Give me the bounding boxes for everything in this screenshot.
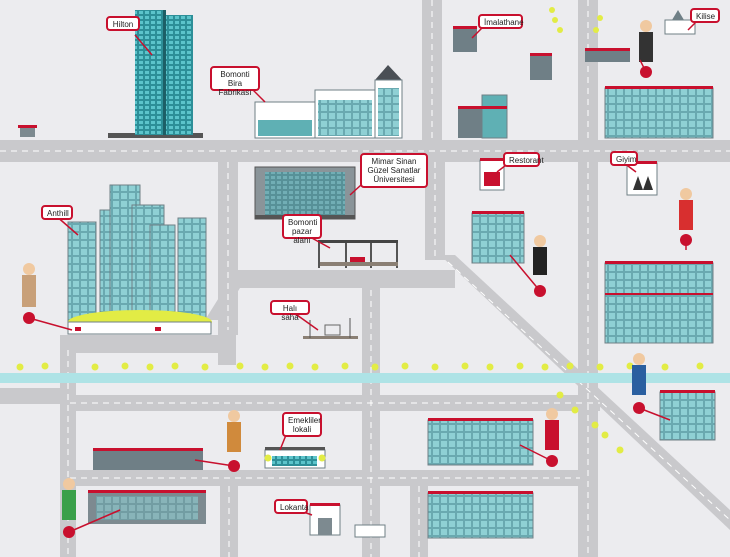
road <box>218 335 236 365</box>
restorant-building <box>479 158 505 191</box>
housing-cluster <box>88 448 206 524</box>
person-pin[interactable] <box>639 20 653 78</box>
road <box>440 255 730 530</box>
road <box>422 0 442 150</box>
giyim-building <box>626 161 658 196</box>
label-hilton[interactable]: Hilton <box>106 16 140 31</box>
label-restorant[interactable]: Restorant <box>503 152 544 167</box>
road <box>230 270 455 288</box>
road <box>410 480 428 557</box>
road <box>425 150 445 260</box>
apartment-block <box>427 491 534 539</box>
apartment-block <box>604 261 714 344</box>
road <box>220 480 238 557</box>
small-building <box>20 127 35 137</box>
label-msgsu[interactable]: Mimar Sinan Güzel Sanatlar Üniversitesi <box>360 153 428 188</box>
apartment-block <box>604 86 714 139</box>
label-giyim[interactable]: Giyim <box>610 151 638 166</box>
label-bomonti-pazar[interactable]: Bomonti pazar alanı <box>282 214 322 245</box>
roof <box>18 125 37 128</box>
emekliler-lokali-building <box>264 447 326 469</box>
river <box>0 373 730 383</box>
hilton-building <box>108 10 203 138</box>
pazar-alani <box>318 240 398 268</box>
person-pin[interactable] <box>22 263 36 324</box>
person-pin[interactable] <box>533 235 547 297</box>
apartment-block <box>659 390 716 441</box>
imalathane-building <box>453 26 552 139</box>
apartment-block <box>471 211 525 264</box>
person-pin[interactable] <box>632 353 646 414</box>
road <box>0 388 65 404</box>
trees <box>264 454 326 462</box>
hali-saha <box>303 318 358 339</box>
bomonti-bira-building <box>254 65 403 139</box>
road <box>362 280 380 557</box>
label-bomonti-bira[interactable]: Bomonti Bira Fabrikası <box>210 66 260 97</box>
trees <box>549 7 603 33</box>
person-pin[interactable] <box>62 478 76 538</box>
label-kilise[interactable]: Kilise <box>690 8 720 23</box>
label-anthill[interactable]: Anthill <box>41 205 73 220</box>
label-emekliler[interactable]: Emekliler lokali <box>282 412 322 437</box>
label-lokanta[interactable]: Lokanta <box>274 499 308 514</box>
msgsu-building <box>254 166 356 220</box>
riverside-trees <box>16 362 704 454</box>
road <box>60 335 235 353</box>
person-pin[interactable] <box>227 410 241 472</box>
label-imalathane[interactable]: İmalathane <box>478 14 524 29</box>
road <box>60 395 600 411</box>
road <box>578 0 598 150</box>
person-pin[interactable] <box>679 188 693 246</box>
road <box>205 280 245 320</box>
label-hali-saha[interactable]: Halı saha <box>270 300 310 322</box>
road <box>60 470 580 486</box>
kilise-building <box>585 10 696 62</box>
apartment-block <box>427 418 534 466</box>
lokanta-building <box>309 503 386 538</box>
anthill-towers <box>67 184 212 335</box>
